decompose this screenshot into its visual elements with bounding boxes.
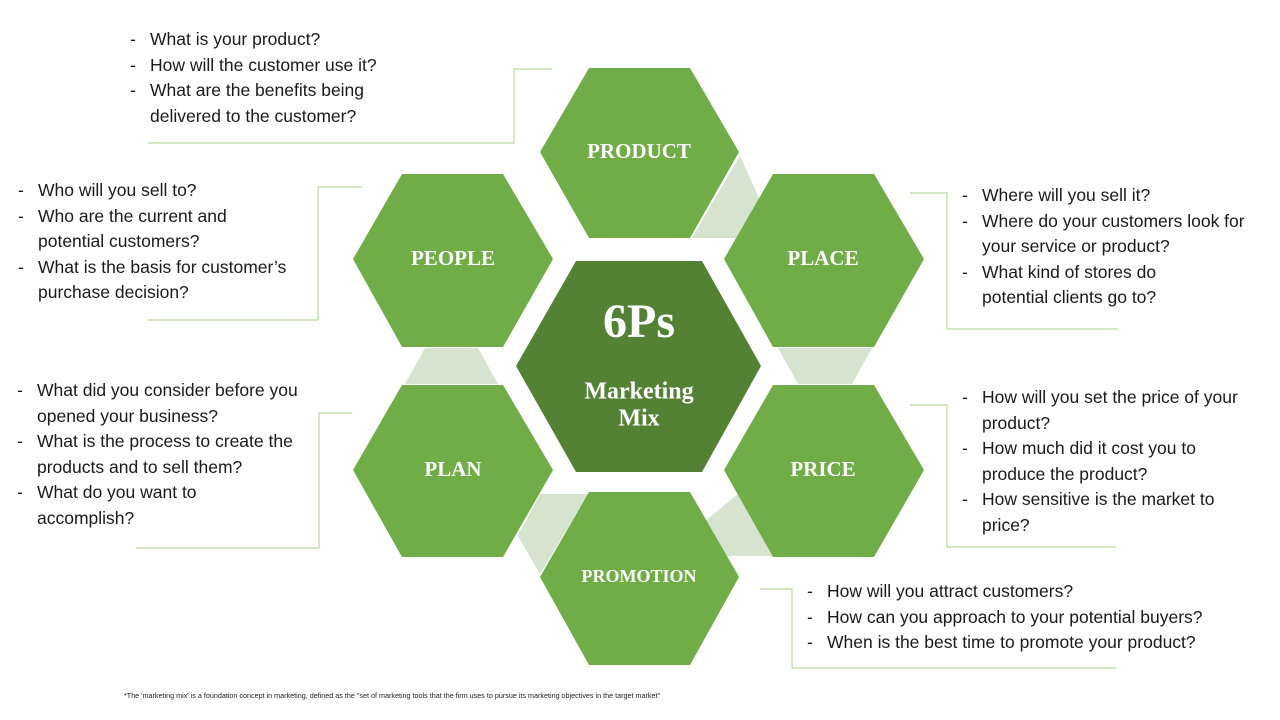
footnote: *The 'marketing mix' is a foundation con… <box>124 691 660 700</box>
connector-product-place <box>692 156 760 238</box>
hexagon-product: PRODUCT <box>540 68 739 238</box>
list-item: What is the process to create the produc… <box>17 429 327 480</box>
list-item: When is the best time to promote your pr… <box>807 630 1267 656</box>
price-questions: How will you set the price of your produ… <box>962 385 1242 538</box>
callout-lines <box>136 68 1118 669</box>
list-item: What kind of stores do potential clients… <box>962 260 1202 311</box>
hexagon-product-label: PRODUCT <box>587 139 691 163</box>
product-callout-line <box>148 68 552 144</box>
promotion-questions: How will you attract customers? How can … <box>807 579 1267 656</box>
list-item: How will you set the price of your produ… <box>962 385 1242 436</box>
people-questions: Who will you sell to? Who are the curren… <box>18 178 318 306</box>
list-item: What are the benefits being delivered to… <box>130 78 400 129</box>
connector-place-price <box>778 348 872 384</box>
list-item: How can you approach to your potential b… <box>807 605 1267 631</box>
list-item: How much did it cost you to produce the … <box>962 436 1237 487</box>
people-callout-line <box>148 186 362 321</box>
price-callout-line <box>910 404 1116 548</box>
connector-plan-promotion <box>518 494 588 574</box>
hexagon-people-label: PEOPLE <box>411 246 495 270</box>
list-item: How sensitive is the market to price? <box>962 487 1237 538</box>
hexagon-price: PRICE <box>724 385 924 557</box>
place-questions: Where will you sell it? Where do your cu… <box>962 183 1262 311</box>
list-item: What do you want to accomplish? <box>17 480 247 531</box>
hex-connectors <box>405 156 872 574</box>
product-questions: What is your product? How will the custo… <box>130 27 430 129</box>
connector-people-plan <box>405 348 498 384</box>
list-item: What is the basis for customer’s purchas… <box>18 255 328 306</box>
hexagon-place-label: PLACE <box>787 246 858 270</box>
promotion-callout-line <box>760 588 1116 669</box>
hexagon-plan: PLAN <box>353 385 553 557</box>
center-title: 6Ps <box>603 295 675 348</box>
list-item: Where do your customers look for your se… <box>962 209 1262 260</box>
hexagon-plan-label: PLAN <box>424 457 481 481</box>
hexagon-place: PLACE <box>724 174 924 347</box>
plan-questions: What did you consider before you opened … <box>17 378 317 531</box>
list-item: What did you consider before you opened … <box>17 378 317 429</box>
list-item: Where will you sell it? <box>962 183 1262 209</box>
center-subtitle-line1: Marketing <box>584 379 693 405</box>
hexagon-promotion-label: PROMOTION <box>582 566 697 586</box>
plan-callout-line <box>136 412 352 549</box>
list-item: How will you attract customers? <box>807 579 1267 605</box>
list-item: Who will you sell to? <box>18 178 318 204</box>
list-item: How will the customer use it? <box>130 53 430 79</box>
center-subtitle-line2: Mix <box>618 406 659 432</box>
list-item: What is your product? <box>130 27 430 53</box>
hexagon-promotion: PROMOTION <box>540 492 739 665</box>
place-callout-line <box>910 192 1118 330</box>
list-item: Who are the current and potential custom… <box>18 204 274 255</box>
connector-price-promotion <box>704 494 772 556</box>
hexagon-price-label: PRICE <box>790 457 855 481</box>
hexagon-center: 6Ps Marketing Mix <box>516 261 761 472</box>
hexagon-people: PEOPLE <box>353 174 553 347</box>
